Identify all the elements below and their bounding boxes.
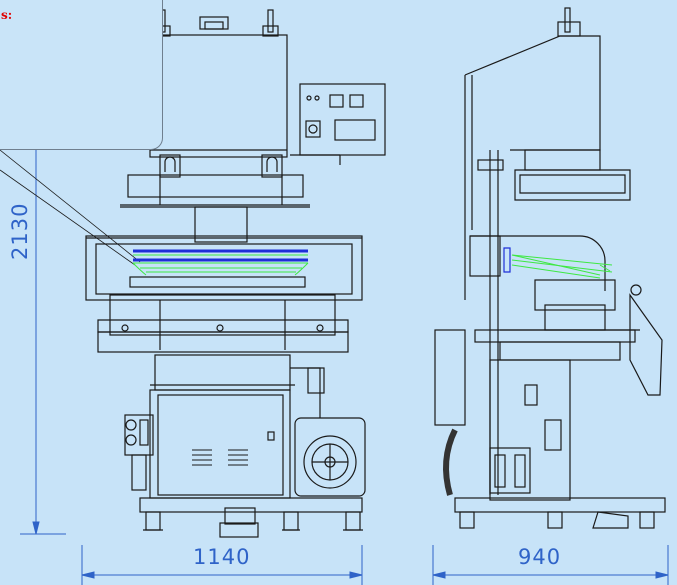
side-view <box>434 7 666 529</box>
callout-box: s: <box>0 0 163 150</box>
callout-leaders <box>0 149 141 266</box>
height-dimension-label: 2130 <box>8 202 32 260</box>
brush-assembly <box>132 249 309 276</box>
front-view <box>85 9 386 538</box>
front-width-dimension-label: 1140 <box>193 545 251 569</box>
side-depth-dimension-label: 940 <box>518 545 562 569</box>
callout-label: s: <box>1 8 13 22</box>
